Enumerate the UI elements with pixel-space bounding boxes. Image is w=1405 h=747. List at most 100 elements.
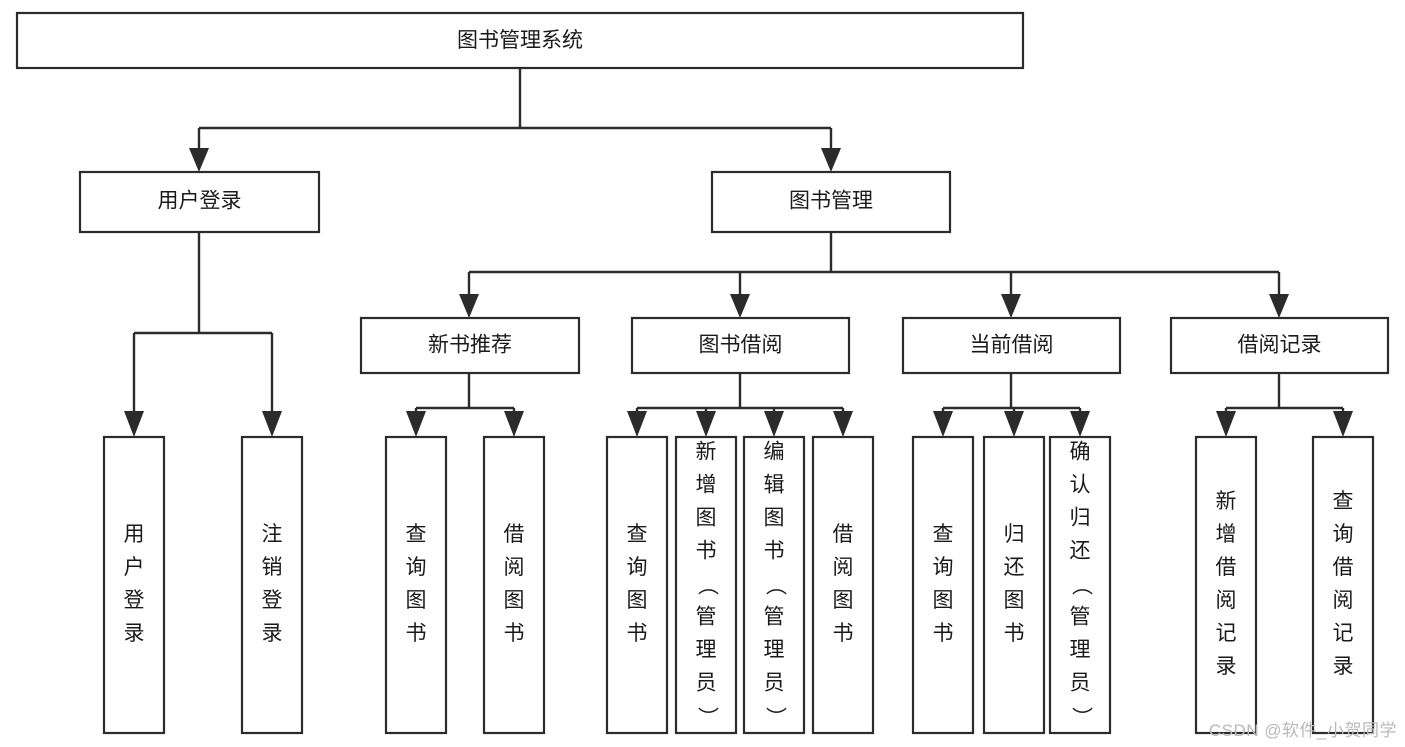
node-user-login[interactable]: 用户登录 [78, 170, 321, 234]
leaf-node-label-char: 增 [1216, 523, 1237, 546]
node-root-label: 图书管理系统 [457, 29, 583, 52]
leaf-node-label-char: 还 [1004, 556, 1025, 579]
leaf-node-box[interactable] [911, 435, 975, 735]
leaf-node-label-char: 阅 [833, 556, 854, 579]
node-new-book-recommend-box[interactable] [359, 316, 581, 375]
node-borrow-record-label: 借阅记录 [1238, 334, 1322, 357]
node-book-manage-box[interactable] [710, 170, 952, 234]
arrowhead-cb-leaf-3 [1070, 411, 1090, 437]
arrowhead-leaf-logout [262, 411, 282, 437]
leaf-node-label-char: 用 [124, 523, 145, 546]
leaf-node-box[interactable] [1194, 435, 1258, 735]
leaf-node-box[interactable] [1048, 435, 1112, 735]
leaf-node-label-char: 员 [1070, 672, 1091, 695]
arrowhead-book-manage [821, 148, 841, 172]
node-user-login-box[interactable] [78, 170, 321, 234]
node-new-book-recommend[interactable]: 新书推荐 [359, 316, 581, 375]
leaf-node-label-char: 员 [764, 672, 785, 695]
leaf-node-label-char: 理 [696, 639, 717, 662]
leaf-node-box[interactable] [811, 435, 875, 735]
leaf-node-box[interactable] [482, 435, 546, 735]
arrowhead-bb-leaf-4 [833, 411, 853, 437]
leaf-node-box[interactable] [982, 435, 1046, 735]
leaf-node-label-char: （ [763, 575, 786, 596]
leaf-node-label-char: 书 [504, 622, 525, 645]
leaf-node-box[interactable] [240, 435, 304, 735]
leaf-node-box[interactable] [102, 435, 166, 735]
leaf-node-label-char: ） [1069, 707, 1092, 728]
node-borrow-record[interactable]: 借阅记录 [1169, 316, 1390, 375]
leaf-node-label-char: 户 [124, 556, 145, 579]
node-current-borrow-label: 当前借阅 [970, 334, 1054, 357]
leaf-node-label-char: 记 [1333, 622, 1354, 645]
node-root-box[interactable] [15, 11, 1025, 70]
node-root[interactable]: 图书管理系统 [15, 11, 1025, 70]
leaf-node-label-char: 询 [627, 556, 648, 579]
node-new-book-recommend-label: 新书推荐 [428, 334, 512, 357]
leaf-node-label-char: 询 [406, 556, 427, 579]
node-current-borrow-box[interactable] [901, 316, 1122, 375]
leaf-node-label-char: 销 [262, 556, 283, 579]
leaf-node-label-char: 查 [627, 523, 648, 546]
leaf-node-box[interactable] [605, 435, 669, 735]
leaf-node[interactable]: 用户登录 [102, 435, 166, 735]
leaf-node-box[interactable] [1311, 435, 1375, 735]
leaf-node-label-char: 借 [504, 523, 525, 546]
leaf-node-label-char: 记 [1216, 622, 1237, 645]
node-current-borrow[interactable]: 当前借阅 [901, 316, 1122, 375]
leaf-node-label-char: 查 [406, 523, 427, 546]
node-user-login-label: 用户登录 [158, 190, 242, 213]
arrowhead-user-login [189, 148, 209, 172]
leaf-node-label-char: 录 [262, 622, 283, 645]
arrowhead-book-borrow [730, 294, 750, 318]
leaf-node-label-char: 书 [764, 540, 785, 563]
leaf-node-label-char: 员 [696, 672, 717, 695]
leaf-node-box[interactable] [384, 435, 448, 735]
leaf-node-label-char: 归 [1004, 523, 1025, 546]
leaf-node-label-char: （ [1069, 575, 1092, 596]
node-book-manage-label: 图书管理 [789, 190, 873, 213]
leaf-node-label-char: 借 [1333, 556, 1354, 579]
leaf-node-box[interactable] [674, 435, 738, 735]
leaf-node-label-char: 图 [833, 589, 854, 612]
leaf-node-label-char: 借 [833, 523, 854, 546]
leaf-node-label-char: 书 [933, 622, 954, 645]
arrowhead-new-book-rec [459, 294, 479, 318]
leaf-node-label-char: 增 [696, 474, 717, 497]
leaf-node-label-char: 书 [696, 540, 717, 563]
leaf-node-label-char: 图 [696, 507, 717, 530]
node-book-borrow[interactable]: 图书借阅 [630, 316, 851, 375]
leaf-node-label-char: 理 [1070, 639, 1091, 662]
node-borrow-record-box[interactable] [1169, 316, 1390, 375]
leaf-node-label-char: 图 [406, 589, 427, 612]
leaf-node-label-char: 图 [504, 589, 525, 612]
leaf-node-box[interactable] [742, 435, 806, 735]
leaf-node-label-char: 询 [933, 556, 954, 579]
node-book-borrow-box[interactable] [630, 316, 851, 375]
leaf-node-label-char: 书 [406, 622, 427, 645]
connector-layer [124, 68, 1353, 437]
leaf-node-label-char: 录 [1216, 655, 1237, 678]
arrowhead-br-leaf-2 [1333, 411, 1353, 437]
node-book-manage[interactable]: 图书管理 [710, 170, 952, 234]
leaf-node-label-char: 确 [1070, 441, 1091, 464]
